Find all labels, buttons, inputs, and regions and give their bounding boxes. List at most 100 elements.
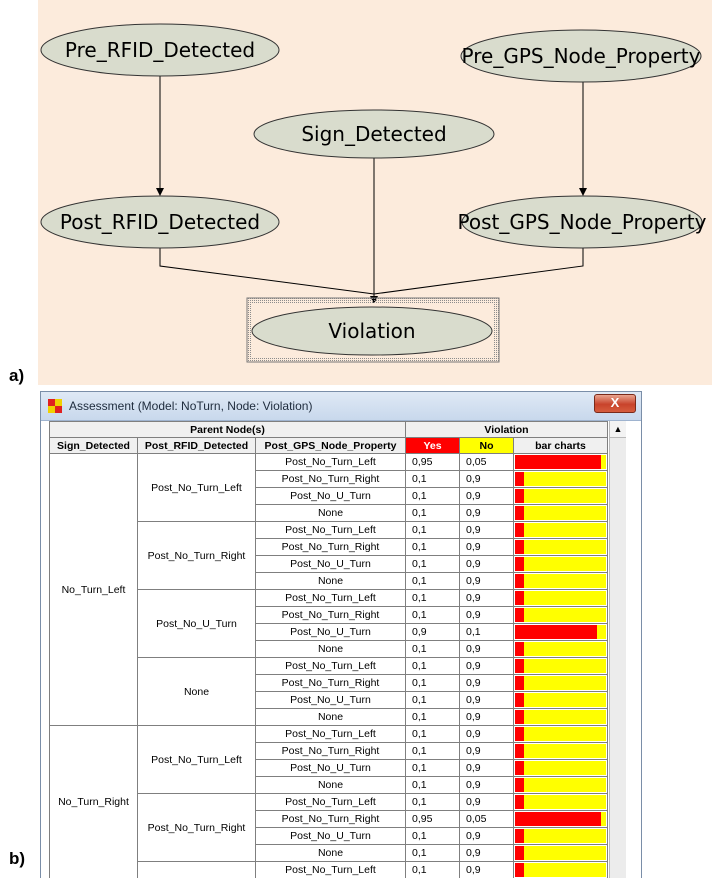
node-pre-gps-node-property[interactable]: Pre_GPS_Node_Property <box>461 30 701 82</box>
probability-no-cell[interactable]: 0,9 <box>460 658 514 675</box>
probability-no-cell[interactable]: 0,9 <box>460 641 514 658</box>
probability-yes-cell[interactable]: 0,1 <box>406 777 460 794</box>
bar-yes-fill <box>515 693 524 707</box>
bar-yes-fill <box>515 455 601 469</box>
bar-chart-cell <box>514 794 608 811</box>
bar-no-fill <box>515 489 606 503</box>
probability-no-cell[interactable]: 0,9 <box>460 692 514 709</box>
window-titlebar[interactable]: Assessment (Model: NoTurn, Node: Violati… <box>41 392 641 421</box>
bar-yes-fill <box>515 506 524 520</box>
bar-yes-fill <box>515 846 524 860</box>
probability-no-cell[interactable]: 0,9 <box>460 845 514 862</box>
probability-no-cell[interactable]: 0,9 <box>460 522 514 539</box>
probability-yes-cell[interactable]: 0,1 <box>406 743 460 760</box>
probability-yes-cell[interactable]: 0,9 <box>406 624 460 641</box>
probability-no-cell[interactable]: 0,9 <box>460 590 514 607</box>
cpt-grid: Parent Node(s) Violation Sign_Detected P… <box>49 421 633 878</box>
probability-no-cell[interactable]: 0,9 <box>460 794 514 811</box>
bar-no-fill <box>515 540 606 554</box>
probability-no-cell[interactable]: 0,05 <box>460 811 514 828</box>
node-post-rfid-detected[interactable]: Post_RFID_Detected <box>41 196 279 248</box>
vertical-scrollbar[interactable]: ▲ <box>609 421 626 878</box>
bar-no-fill <box>515 506 606 520</box>
probability-yes-cell[interactable]: 0,1 <box>406 471 460 488</box>
close-button[interactable]: X <box>594 394 636 413</box>
probability-yes-cell[interactable]: 0,1 <box>406 709 460 726</box>
bar-chart-cell <box>514 760 608 777</box>
probability-yes-cell[interactable]: 0,1 <box>406 607 460 624</box>
bar-no-fill <box>515 625 606 639</box>
probability-yes-cell[interactable]: 0,1 <box>406 862 460 878</box>
network-diagram: Pre_RFID_Detected Pre_GPS_Node_Property … <box>38 0 712 385</box>
bar-chart-cell <box>514 624 608 641</box>
probability-yes-cell[interactable]: 0,95 <box>406 811 460 828</box>
node-label-post-gps-node-property: Post_GPS_Node_Property <box>458 210 707 234</box>
state-header-yes[interactable]: Yes <box>406 438 460 454</box>
bar-yes-fill <box>515 523 524 537</box>
probability-no-cell[interactable]: 0,9 <box>460 726 514 743</box>
probability-no-cell[interactable]: 0,9 <box>460 471 514 488</box>
probability-yes-cell[interactable]: 0,1 <box>406 590 460 607</box>
post-gps-cell: Post_No_U_Turn <box>256 692 406 709</box>
probability-no-cell[interactable]: 0,1 <box>460 624 514 641</box>
app-icon <box>48 399 62 413</box>
bar-chart-cell <box>514 692 608 709</box>
probability-yes-cell[interactable]: 0,1 <box>406 675 460 692</box>
node-pre-rfid-detected[interactable]: Pre_RFID_Detected <box>41 24 279 76</box>
probability-yes-cell[interactable]: 0,1 <box>406 828 460 845</box>
node-label-pre-gps-node-property: Pre_GPS_Node_Property <box>462 44 701 68</box>
bar-yes-fill <box>515 863 524 877</box>
probability-no-cell[interactable]: 0,9 <box>460 760 514 777</box>
probability-yes-cell[interactable]: 0,1 <box>406 845 460 862</box>
probability-yes-cell[interactable]: 0,1 <box>406 505 460 522</box>
probability-yes-cell[interactable]: 0,1 <box>406 760 460 777</box>
probability-no-cell[interactable]: 0,9 <box>460 488 514 505</box>
probability-no-cell[interactable]: 0,9 <box>460 556 514 573</box>
post-gps-cell: Post_No_Turn_Right <box>256 743 406 760</box>
probability-yes-cell[interactable]: 0,1 <box>406 641 460 658</box>
probability-yes-cell[interactable]: 0,1 <box>406 726 460 743</box>
probability-yes-cell[interactable]: 0,1 <box>406 556 460 573</box>
bar-no-fill <box>515 744 606 758</box>
probability-yes-cell[interactable]: 0,1 <box>406 539 460 556</box>
probability-no-cell[interactable]: 0,9 <box>460 675 514 692</box>
node-sign-detected[interactable]: Sign_Detected <box>254 110 494 158</box>
column-header-post-gps-node-property[interactable]: Post_GPS_Node_Property <box>256 438 406 454</box>
column-header-post-rfid-detected[interactable]: Post_RFID_Detected <box>138 438 256 454</box>
probability-no-cell[interactable]: 0,9 <box>460 539 514 556</box>
bar-chart-cell <box>514 811 608 828</box>
probability-no-cell[interactable]: 0,9 <box>460 828 514 845</box>
sign-detected-cell: No_Turn_Left <box>50 454 138 726</box>
node-post-gps-node-property[interactable]: Post_GPS_Node_Property <box>458 196 707 248</box>
probability-yes-cell[interactable]: 0,95 <box>406 454 460 471</box>
post-rfid-cell: Post_No_Turn_Right <box>138 522 256 590</box>
probability-no-cell[interactable]: 0,05 <box>460 454 514 471</box>
node-violation[interactable]: Violation <box>252 307 492 355</box>
probability-no-cell[interactable]: 0,9 <box>460 573 514 590</box>
probability-yes-cell[interactable]: 0,1 <box>406 522 460 539</box>
column-header-sign-detected[interactable]: Sign_Detected <box>50 438 138 454</box>
probability-yes-cell[interactable]: 0,1 <box>406 488 460 505</box>
probability-no-cell[interactable]: 0,9 <box>460 777 514 794</box>
post-gps-cell: Post_No_Turn_Left <box>256 794 406 811</box>
post-gps-cell: Post_No_Turn_Right <box>256 607 406 624</box>
probability-no-cell[interactable]: 0,9 <box>460 743 514 760</box>
probability-no-cell[interactable]: 0,9 <box>460 505 514 522</box>
post-gps-cell: Post_No_U_Turn <box>256 760 406 777</box>
post-gps-cell: Post_No_Turn_Right <box>256 539 406 556</box>
probability-yes-cell[interactable]: 0,1 <box>406 658 460 675</box>
probability-yes-cell[interactable]: 0,1 <box>406 573 460 590</box>
probability-yes-cell[interactable]: 0,1 <box>406 794 460 811</box>
state-header-no[interactable]: No <box>460 438 514 454</box>
scroll-up-button[interactable]: ▲ <box>610 421 626 438</box>
probability-no-cell[interactable]: 0,9 <box>460 709 514 726</box>
probability-no-cell[interactable]: 0,9 <box>460 607 514 624</box>
probability-no-cell[interactable]: 0,9 <box>460 862 514 878</box>
bar-chart-cell <box>514 709 608 726</box>
bar-yes-fill <box>515 608 524 622</box>
probability-yes-cell[interactable]: 0,1 <box>406 692 460 709</box>
bar-yes-fill <box>515 472 524 486</box>
bar-yes-fill <box>515 795 524 809</box>
bar-chart-cell <box>514 539 608 556</box>
